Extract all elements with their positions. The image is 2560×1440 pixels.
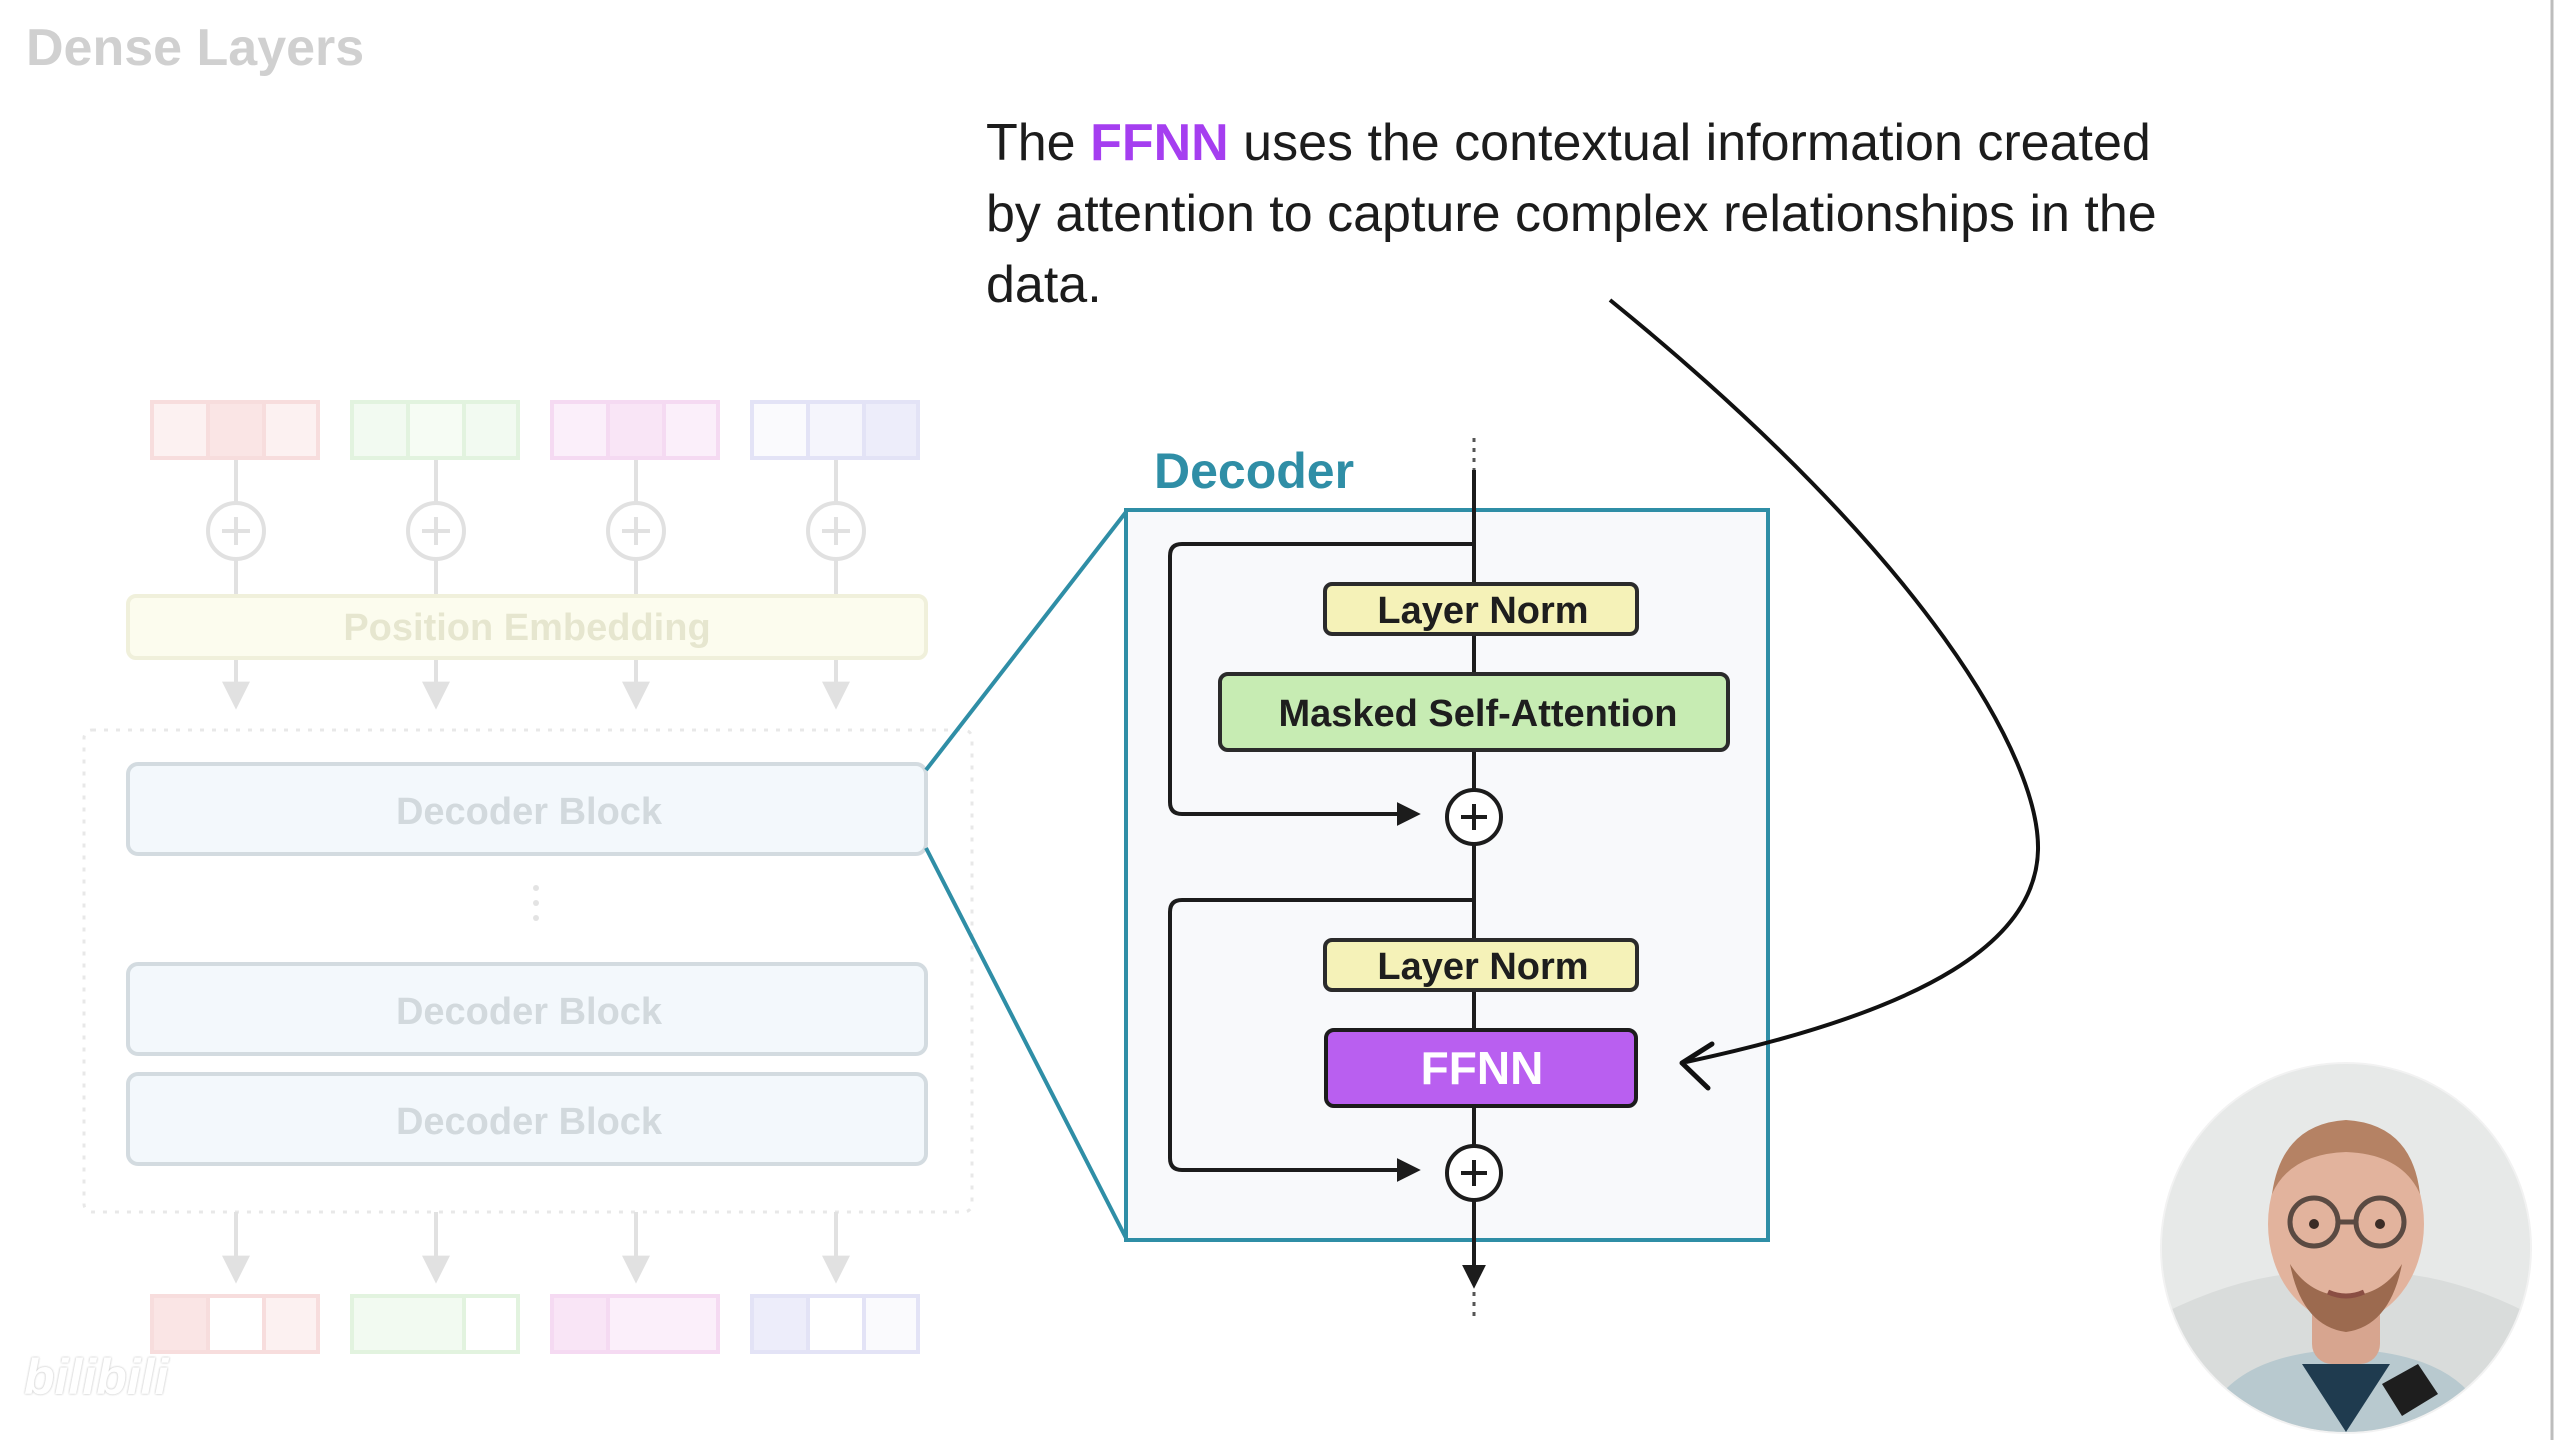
output-token-3: [550, 1294, 720, 1354]
decoder-block-2: Decoder Block: [126, 962, 928, 1056]
residual-connection-1: [1168, 542, 1474, 826]
output-token-1: [150, 1294, 320, 1354]
decoder-title: Decoder: [1154, 443, 1354, 499]
overview-group: Position Embedding Decoder Block Decoder…: [82, 400, 974, 1354]
slide-caption: The FFNN uses the contextual information…: [986, 108, 2166, 321]
decoder-block-1: Decoder Block: [126, 762, 928, 856]
position-embedding-label: Position Embedding: [343, 607, 710, 649]
input-token-3: [550, 400, 720, 460]
layer-norm-2: Layer Norm: [1323, 938, 1639, 992]
output-token-row: [150, 1294, 920, 1354]
decoder-detail: Decoder Layer Norm Masked Self-Attention: [1124, 438, 1770, 1322]
masked-self-attention: Masked Self-Attention: [1218, 672, 1730, 752]
ffnn-label: FFNN: [1421, 1042, 1544, 1094]
layer-norm-2-label: Layer Norm: [1377, 946, 1588, 988]
output-token-2: [350, 1294, 520, 1354]
caption-highlight: FFNN: [1090, 114, 1229, 172]
masked-self-attention-label: Masked Self-Attention: [1278, 693, 1677, 735]
input-token-2: [350, 400, 520, 460]
layer-norm-1-label: Layer Norm: [1377, 590, 1588, 632]
decoder-stack-frame: [82, 728, 974, 1214]
decoder-stack-ellipsis: [533, 885, 539, 921]
caption-post: uses the contextual information created …: [986, 114, 2157, 314]
embedding-add-column-3: [606, 460, 666, 710]
decoder-block-label-2: Decoder Block: [396, 991, 663, 1033]
position-embedding-bar: Position Embedding: [126, 594, 928, 660]
residual-connection-2: [1168, 898, 1474, 1182]
decoder-block-label-3: Decoder Block: [396, 1101, 663, 1143]
presenter-webcam: [2162, 1064, 2530, 1432]
output-token-4: [750, 1294, 920, 1354]
add-node-2: [1445, 1144, 1503, 1202]
input-token-4: [750, 400, 920, 460]
input-token-1: [150, 400, 320, 460]
embedding-add-column-1: [206, 460, 266, 710]
ffnn-block: FFNN: [1324, 1028, 1638, 1108]
watermark-logo: bilibili: [24, 1349, 169, 1405]
zoom-connector: [924, 510, 1128, 1239]
decoder-block-3: Decoder Block: [126, 1072, 928, 1166]
embedding-add-column-4: [806, 460, 866, 710]
output-arrows: [222, 1212, 850, 1284]
input-token-row: [150, 400, 920, 460]
caption-pre: The: [986, 114, 1091, 172]
presenter-avatar: [2162, 1064, 2530, 1432]
embedding-add-column-2: [406, 460, 466, 710]
callout-arrow: [1608, 298, 2041, 1091]
layer-norm-1: Layer Norm: [1323, 582, 1639, 636]
add-node-1: [1445, 788, 1503, 846]
decoder-block-label-1: Decoder Block: [396, 791, 663, 833]
slide-title: Dense Layers: [26, 19, 365, 77]
